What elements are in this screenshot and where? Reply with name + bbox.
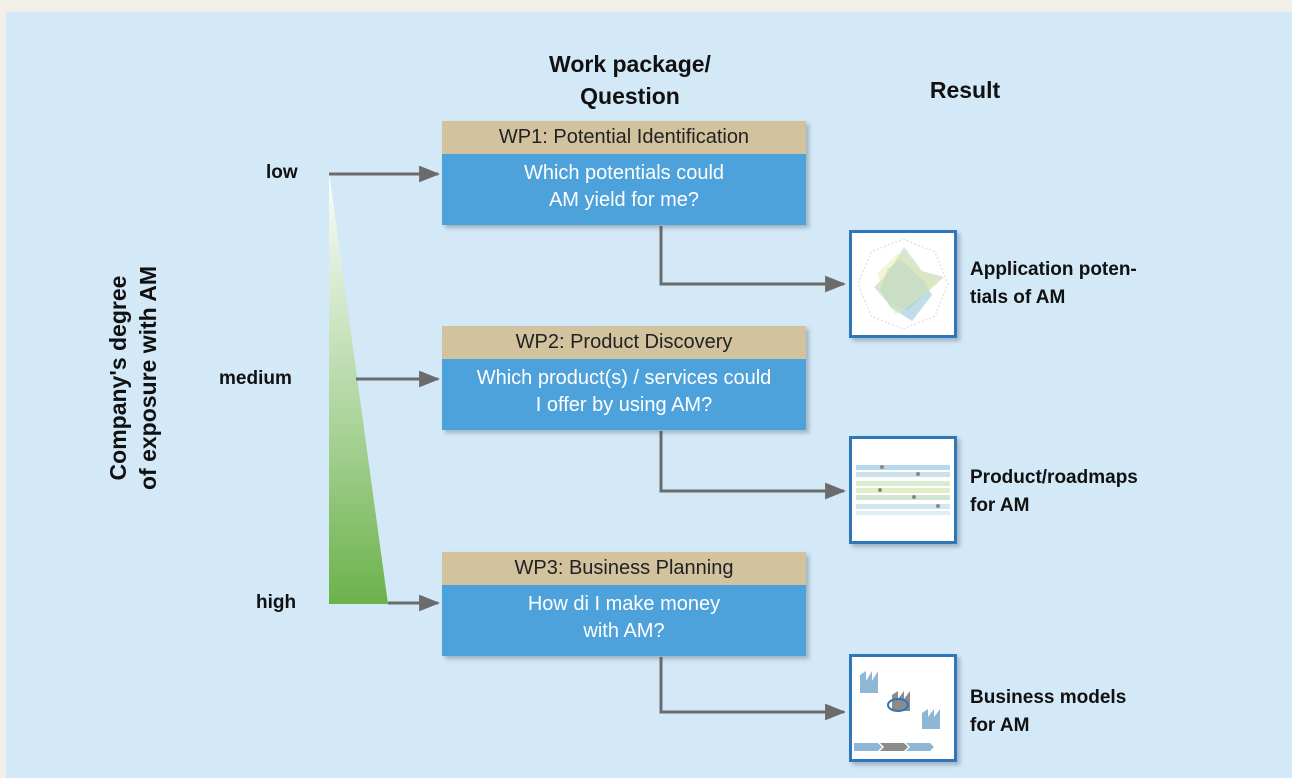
wp3-title: WP3: Business Planning: [442, 552, 806, 585]
wp2-title: WP2: Product Discovery: [442, 326, 806, 359]
wp2-result-arrow: [659, 431, 847, 500]
wp3-result-arrow: [659, 657, 847, 721]
business-model-icon: [849, 654, 957, 762]
wp3-question: How di I make money with AM?: [442, 585, 806, 656]
exposure-axis-title: Company's degree of exposure with AM: [105, 265, 161, 491]
wp1-question: Which potentials could AM yield for me?: [442, 154, 806, 225]
wp3-box: WP3: Business Planning How di I make mon…: [442, 552, 806, 656]
radar-chart-icon: [849, 230, 957, 338]
wp1-title: WP1: Potential Identification: [442, 121, 806, 154]
result-product-roadmaps: Product/roadmaps for AM: [970, 467, 1138, 516]
wp2-question: Which product(s) / services could I offe…: [442, 359, 806, 430]
level-medium: medium: [219, 368, 292, 389]
result-application-potentials: Application poten- tials of AM: [970, 259, 1137, 308]
result-business-models: Business models for AM: [970, 687, 1127, 736]
level-high: high: [256, 592, 297, 613]
work-package-header: Work package/ Question: [549, 51, 711, 109]
wp1-box: WP1: Potential Identification Which pote…: [442, 121, 806, 225]
wp2-box: WP2: Product Discovery Which product(s) …: [442, 326, 806, 430]
exposure-gradient-wedge: [329, 172, 388, 604]
result-header: Result: [929, 77, 1001, 103]
level-low: low: [266, 162, 298, 183]
roadmap-icon: [849, 436, 957, 544]
wp1-result-arrow: [659, 226, 847, 293]
